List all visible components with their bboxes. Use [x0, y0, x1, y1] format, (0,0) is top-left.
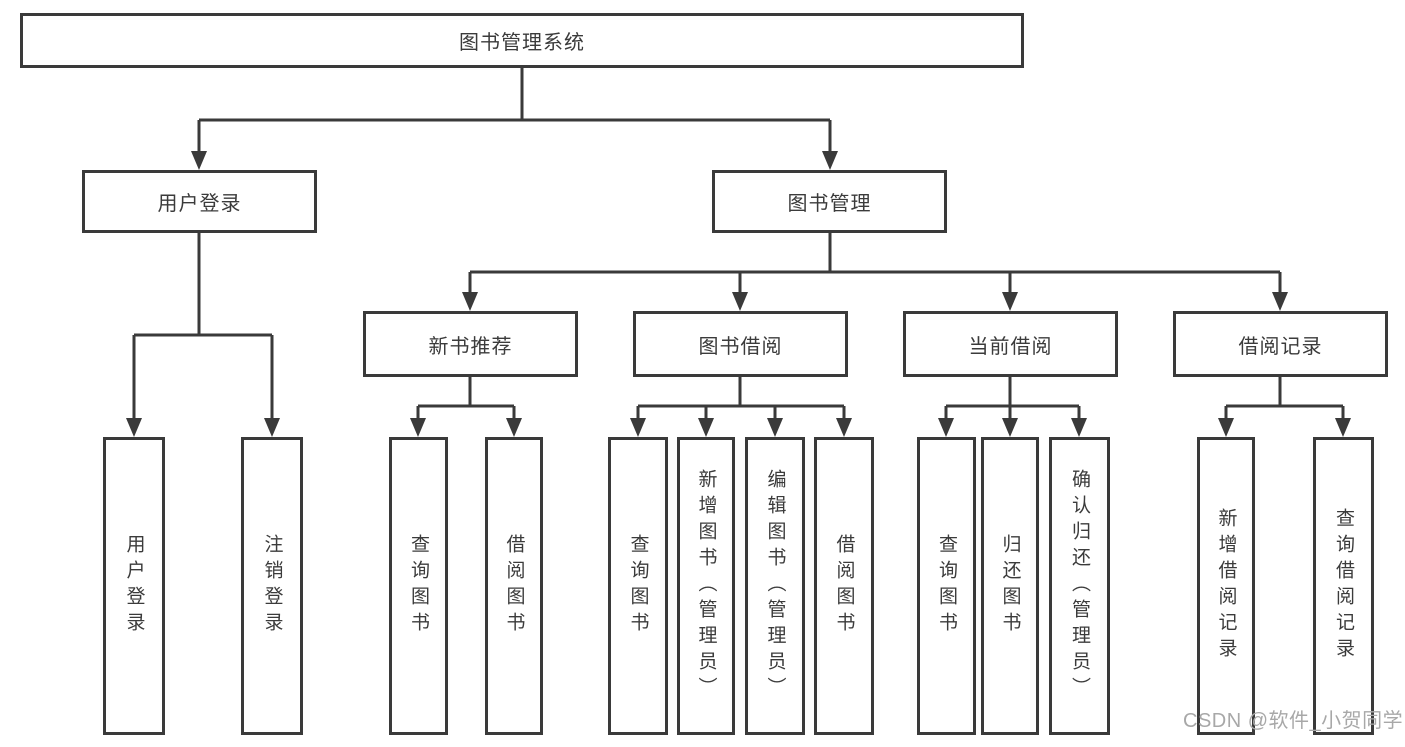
arrowhead-icon — [462, 292, 1288, 311]
node-label: 确认归还（管理员） — [1069, 469, 1090, 703]
connector-book-management-branch — [462, 233, 1288, 311]
connector-user-login-branch — [126, 233, 280, 437]
arrowhead-icon — [410, 418, 522, 437]
leaf-query-books-recommend: 查询图书 — [389, 437, 448, 735]
node-label: 图书借阅 — [698, 335, 783, 358]
connector-current-borrow-branch — [938, 377, 1087, 437]
connector-line — [416, 377, 516, 420]
arrowhead-icon — [938, 418, 1087, 437]
node-label: 查询借阅记录 — [1333, 508, 1354, 664]
node-label: 图书管理系统 — [459, 32, 585, 54]
leaf-add-borrow-record: 新增借阅记录 — [1197, 437, 1255, 735]
leaf-borrow-books-recommend: 借阅图书 — [485, 437, 543, 735]
node-label: 新增图书（管理员） — [695, 469, 717, 703]
node-label: 查询图书 — [936, 534, 957, 638]
leaf-query-books-borrow: 查询图书 — [608, 437, 668, 735]
node-label: 编辑图书（管理员） — [764, 469, 786, 703]
node-label: 当前借阅 — [968, 335, 1053, 358]
leaf-return-books: 归还图书 — [981, 437, 1039, 735]
connector-book-borrow-branch — [630, 377, 852, 437]
leaf-query-books-current: 查询图书 — [917, 437, 976, 735]
connector-root-to-level2 — [191, 68, 838, 170]
node-book-borrow: 图书借阅 — [633, 311, 848, 377]
node-label: 用户登录 — [157, 193, 242, 215]
node-current-borrow: 当前借阅 — [903, 311, 1118, 377]
node-label: 借阅记录 — [1238, 335, 1323, 358]
node-new-book-recommend: 新书推荐 — [363, 311, 578, 377]
arrowhead-icon — [126, 418, 280, 437]
leaf-borrow-books: 借阅图书 — [814, 437, 874, 735]
arrowhead-icon — [191, 151, 838, 170]
node-label: 注销登录 — [261, 534, 283, 638]
connector-line — [132, 233, 274, 420]
connector-line — [944, 377, 1081, 420]
arrowhead-icon — [1218, 418, 1351, 437]
leaf-query-borrow-record: 查询借阅记录 — [1313, 437, 1374, 735]
node-label: 查询图书 — [627, 534, 649, 638]
node-label: 借阅图书 — [833, 534, 855, 638]
leaf-confirm-return-admin: 确认归还（管理员） — [1049, 437, 1110, 735]
node-book-management: 图书管理 — [712, 170, 947, 233]
node-label: 借阅图书 — [503, 534, 525, 638]
connector-line — [197, 68, 832, 153]
connector-borrow-records-branch — [1218, 377, 1351, 437]
node-label: 归还图书 — [999, 534, 1021, 638]
node-root-system: 图书管理系统 — [20, 13, 1024, 68]
node-label: 新书推荐 — [428, 335, 513, 358]
leaf-logout: 注销登录 — [241, 437, 303, 735]
leaf-edit-books-admin: 编辑图书（管理员） — [745, 437, 805, 735]
node-label: 查询图书 — [408, 534, 429, 638]
connector-line — [1224, 377, 1345, 420]
leaf-user-login: 用户登录 — [103, 437, 165, 735]
arrowhead-icon — [630, 418, 852, 437]
node-label: 图书管理 — [787, 193, 872, 215]
connector-line — [468, 233, 1282, 294]
node-label: 新增借阅记录 — [1215, 508, 1237, 664]
connector-new-book-branch — [410, 377, 522, 437]
leaf-add-books-admin: 新增图书（管理员） — [677, 437, 735, 735]
node-borrow-records: 借阅记录 — [1173, 311, 1388, 377]
node-user-login: 用户登录 — [82, 170, 317, 233]
csdn-watermark: CSDN @软件_小贺同学 — [1183, 710, 1404, 732]
node-label: 用户登录 — [123, 534, 145, 638]
connector-line — [636, 377, 846, 420]
